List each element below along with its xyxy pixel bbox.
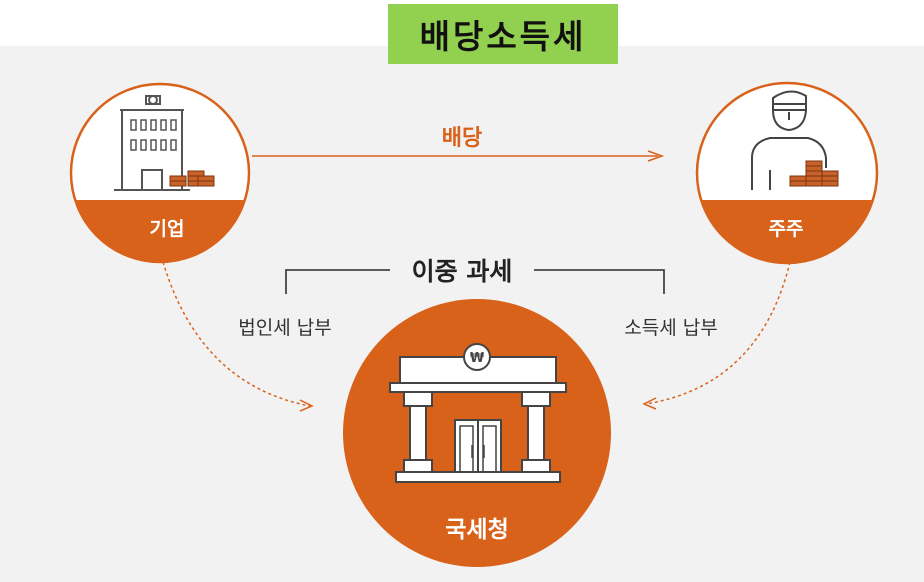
company-node [69,82,251,264]
svg-text:₩: ₩ [470,351,485,366]
company-label: 기업 [149,218,185,240]
dividend-label: 배당 [441,126,483,151]
income-tax-label: 소득세 납부 [624,317,718,339]
government-building-icon: ₩ [389,343,567,483]
coin-stack-icon [789,160,839,187]
building-icon [114,95,190,191]
dividend-arrow [252,150,665,162]
corporate-tax-label: 법인세 납부 [238,317,332,339]
person-icon [751,90,827,190]
income-tax-arrow [642,261,791,410]
nts-node: ₩ [343,299,611,567]
nts-label: 국세청 [445,517,509,543]
page-title: 배당소득세 [419,17,587,56]
shareholder-node [695,81,879,265]
title-banner: 배당소득세 [388,4,618,64]
coin-stack-icon [169,170,215,187]
shareholder-label: 주주 [768,218,804,240]
corporate-tax-arrow [162,261,314,412]
double-taxation-label: 이중 과세 [390,252,534,288]
